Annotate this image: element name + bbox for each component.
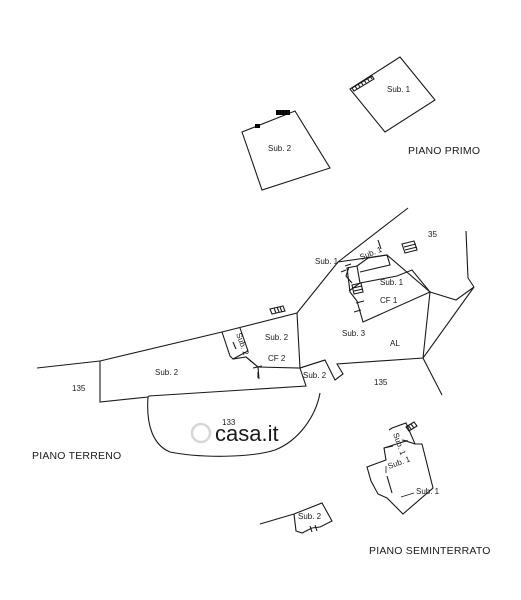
primo-sub1-stair — [351, 75, 375, 92]
seminterrato-sub1-c: Sub. 1 — [416, 487, 440, 496]
piano-seminterrato-title: PIANO SEMINTERRATO — [369, 545, 491, 557]
terreno-courtyard-133 — [147, 392, 321, 457]
terreno-boundary-se — [422, 286, 475, 396]
watermark-text: casa.it — [215, 421, 279, 446]
terreno-al: AL — [390, 339, 400, 348]
terreno-n135-west: 135 — [72, 384, 86, 393]
seminterrato-sub1-b: Sub. 1 — [387, 454, 412, 471]
seminterrato-pointer — [400, 492, 415, 498]
terreno-n35: 35 — [428, 230, 437, 239]
terreno-sub1-a: Sub. 1 — [315, 257, 339, 266]
terreno-cf2: CF 2 — [268, 354, 286, 363]
terreno-n133: 133 — [222, 418, 236, 427]
primo-sub2-unit — [241, 110, 331, 191]
primo-sub2-label: Sub. 2 — [268, 144, 292, 153]
terreno-wall-mid — [299, 359, 326, 369]
primo-sub1-unit — [349, 56, 436, 133]
watermark-logo-icon — [190, 422, 212, 444]
terreno-boundary-east — [429, 286, 475, 301]
piano-terreno-group: Sub. 1 Sub. 1 Sub. 1 CF 1 Sub. 3 AL Sub.… — [32, 207, 475, 462]
terreno-building-outline — [99, 254, 431, 403]
terreno-sub3: Sub. 3 — [342, 329, 366, 338]
piano-primo-group: Sub. 1 Sub. 2 PIANO PRIMO — [241, 56, 480, 191]
terreno-wall-sub2-inner — [232, 327, 249, 360]
seminterrato-sub2-door-marks — [309, 524, 318, 533]
terreno-boundary-west — [36, 360, 101, 369]
terreno-sub2-a: Sub. 2 — [265, 333, 289, 342]
seminterrato-sub1-a: Sub. 1 — [391, 432, 408, 457]
terreno-stair-inner — [351, 282, 364, 295]
terreno-cf1: CF 1 — [380, 296, 398, 305]
terreno-wall-sub1-door — [345, 266, 353, 284]
terreno-wall-sub2-left — [221, 331, 260, 380]
terreno-sub1-b: Sub. 1 — [358, 245, 383, 262]
terreno-wall-sub1-upper — [356, 254, 391, 273]
seminterrato-sub1-wall — [386, 475, 393, 494]
primo-sub1-label: Sub. 1 — [387, 85, 411, 94]
terreno-door-marks — [232, 239, 382, 378]
terreno-sub2-d: Sub. 2 — [303, 371, 327, 380]
seminterrato-stair — [405, 421, 418, 432]
terreno-wall-cf1 — [359, 269, 431, 293]
terreno-n135-east: 135 — [374, 378, 388, 387]
terreno-wall-sub3-top — [349, 291, 431, 323]
terreno-stair-east — [401, 240, 418, 254]
primo-sub2-stair — [255, 110, 290, 128]
seminterrato-step — [401, 439, 409, 442]
piano-terreno-title: PIANO TERRENO — [32, 450, 121, 462]
terreno-sub1-c: Sub. 1 — [380, 278, 404, 287]
terreno-wall-cf2 — [245, 312, 301, 369]
piano-primo-title: PIANO PRIMO — [408, 145, 480, 157]
terreno-boundary-north — [337, 207, 409, 263]
terreno-stair-west — [269, 305, 286, 315]
watermark-group: casa.it — [190, 421, 279, 446]
piano-seminterrato-group: Sub. 1 Sub. 1 Sub. 1 Sub. 2 PIANO SEMINT… — [259, 421, 491, 557]
terreno-sub2-c: Sub. 2 — [155, 368, 179, 377]
seminterrato-sub2: Sub. 2 — [298, 512, 322, 521]
seminterrato-sub2-outline — [259, 502, 333, 534]
terreno-boundary-ne — [465, 230, 475, 288]
terreno-sub2-b: Sub. 2 — [234, 332, 251, 357]
